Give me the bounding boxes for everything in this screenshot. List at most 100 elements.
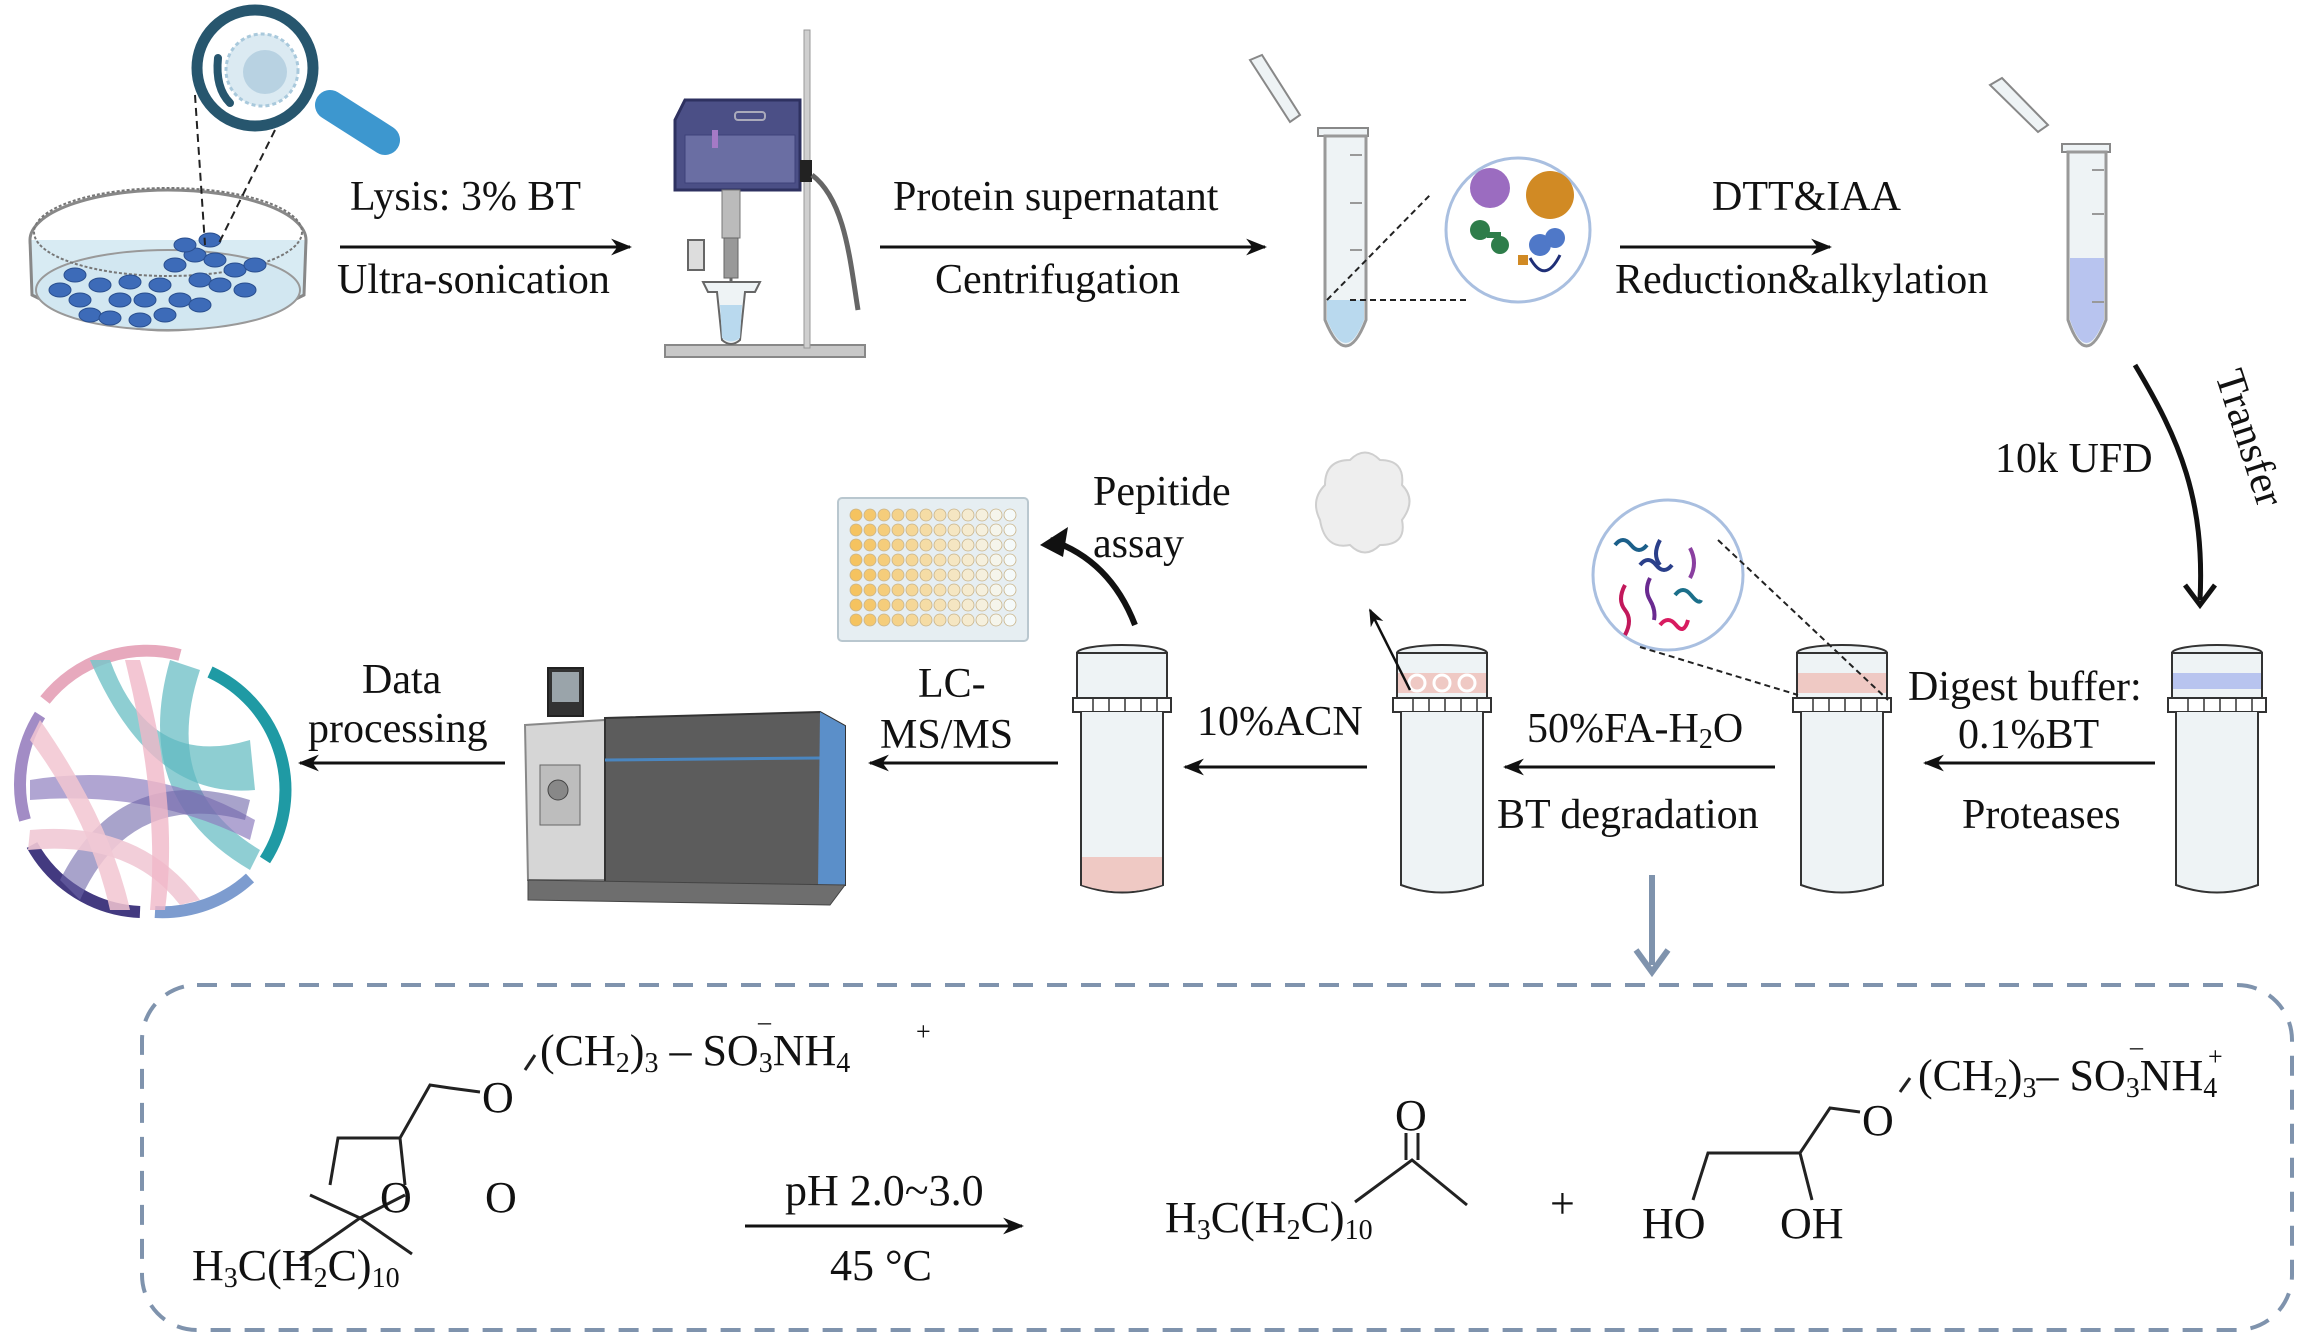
down-arrow-head [1633,948,1671,978]
plate-well [863,598,877,612]
microtube-icon [1988,76,2111,348]
plate-well [1003,553,1017,567]
peptide-zoom-circle [1591,498,1889,701]
plate-well [947,523,961,537]
plate-well [933,568,947,582]
transfer-label: Transfer [2205,364,2292,512]
plate-well [975,508,989,522]
plate-well [891,508,905,522]
plate-well [947,598,961,612]
fa-label: 50%FA-H2O [1527,706,1743,755]
step-centrifuge: Protein supernatant Centrifugation [880,174,1268,303]
plate-well [891,538,905,552]
magnifier-icon [191,4,400,155]
plate-well [891,523,905,537]
plate-well [863,583,877,597]
bt-degradation-label: BT degradation [1497,792,1759,838]
precipitate-icon [1315,451,1412,691]
sonication-label: Ultra-sonication [337,257,610,303]
plate-well [947,553,961,567]
plate-well [975,553,989,567]
well-plate-icon [837,497,1029,642]
step-elution: 10%ACN [1182,699,1367,776]
plate-well [961,553,975,567]
data-label: Data [362,657,442,703]
mass-spectrometer-icon [523,667,846,906]
plate-well [1003,568,1017,582]
plate-well [961,598,975,612]
supernatant-label: Protein supernatant [893,174,1219,220]
step-digest: Digest buffer: 0.1%BT Proteases [1908,664,2155,838]
plate-well [877,613,891,627]
filter-tube-icon [2167,644,2267,894]
ultrasonicator-icon [664,29,866,358]
charge-plus: + [916,1017,931,1046]
temperature-condition: 45 °C [830,1241,932,1290]
plate-well [933,583,947,597]
reaction-conditions: pH 2.0~3.0 45 °C [745,1166,1025,1290]
plate-well [1003,523,1017,537]
plate-well [933,523,947,537]
plus-sign: + [1550,1179,1575,1228]
plate-well [905,538,919,552]
assay-label: assay [1093,521,1184,567]
plate-well [975,598,989,612]
plate-well [863,553,877,567]
msms-label: MS/MS [880,712,1013,758]
plate-well [877,568,891,582]
plate-well [989,538,1003,552]
plate-well [1003,583,1017,597]
step-reduction: DTT&IAA Reduction&alkylation [1615,174,1988,303]
plate-well [989,583,1003,597]
plate-well [863,508,877,522]
plate-well [961,568,975,582]
plate-well [975,613,989,627]
plate-well [989,613,1003,627]
plate-well [849,553,863,567]
reduction-label: Reduction&alkylation [1615,257,1988,303]
plate-well [975,583,989,597]
plate-well [877,598,891,612]
plate-well [877,583,891,597]
protein-zoom-circle [1444,156,1592,304]
chord-diagram-icon [14,644,292,919]
reactant-chain: H3C(H2C)10 [192,1241,400,1294]
product-sulfonate-tail: (CH2)3– SO3NH4 [1918,1051,2217,1104]
plate-well [947,583,961,597]
plate-well [849,538,863,552]
plate-well [849,508,863,522]
plate-well [905,598,919,612]
step-lysis: Lysis: 3% BT Ultra-sonication [337,174,633,303]
lysis-label: Lysis: 3% BT [350,174,581,220]
plate-well [975,523,989,537]
plate-well [877,538,891,552]
plate-well [961,538,975,552]
step-peptide-assay: Pepitide assay [1040,469,1231,627]
plate-well [947,568,961,582]
plate-well [849,613,863,627]
ph-condition: pH 2.0~3.0 [785,1166,984,1215]
plate-well [919,583,933,597]
plate-well [989,598,1003,612]
peptide-label: Pepitide [1093,469,1231,515]
hydroxyl-2: OH [1780,1199,1844,1248]
product-glycerol-ether: HO OH O (CH2)3– SO3NH4 – + [1642,1032,2223,1248]
plate-well [919,538,933,552]
reactant-structure [299,1054,537,1262]
ether-oxygen: O [482,1073,514,1122]
step-data: Data processing [297,657,505,772]
plate-well [961,613,975,627]
plate-well [933,538,947,552]
plate-well [891,613,905,627]
plate-well [905,553,919,567]
plate-well [877,508,891,522]
plate-well [919,553,933,567]
plate-well [961,508,975,522]
plate-well [1003,538,1017,552]
hydroxyl-1: HO [1642,1199,1706,1248]
plate-well [947,613,961,627]
ufd-label: 10k UFD [1995,436,2153,482]
plate-well [849,583,863,597]
microtube-icon [1248,53,1470,348]
